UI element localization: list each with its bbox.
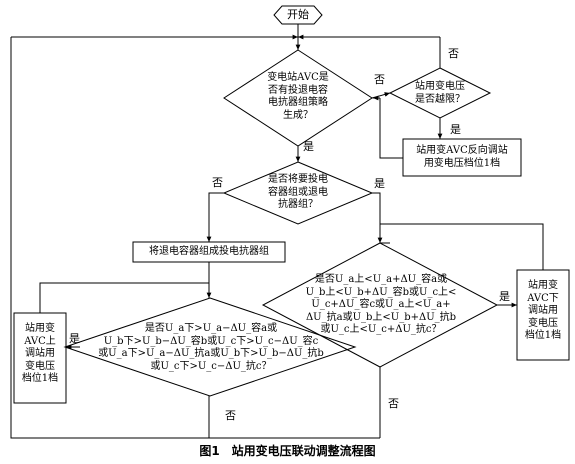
left-no-label: 否: [225, 409, 236, 422]
limit-question-text: 站用变电压 是否越限？: [415, 81, 465, 105]
up-adjust-text: 站用变 AVC上 调站用 变电压 档位1档: [21, 323, 59, 384]
start-node: [273, 5, 323, 25]
limit-yes-label: 是: [450, 123, 461, 136]
figure-caption: 图1 站用变电压联动调整流程图: [199, 444, 376, 458]
switch-decision-diamond: [222, 161, 374, 225]
left-decision-diamond: [63, 297, 357, 397]
limit-no-label: 否: [448, 47, 459, 60]
left-question-text: 是否U_a下>U_a−ΔU_容a或 U_b下>U_b−ΔU_容b或U_c下>U_…: [98, 323, 324, 372]
right-no-label: 否: [388, 397, 399, 410]
swap-action-text: 将退电容器组成投电抗器组: [149, 246, 269, 257]
avc-no-label: 否: [374, 73, 385, 86]
start-label: 开始: [287, 8, 309, 21]
switch-yes-label: 是: [374, 177, 385, 190]
right-yes-label: 是: [499, 290, 510, 303]
avc-question-text: 变电站AVC是 否有投退电容 电抗器组策略 生成？: [267, 72, 329, 121]
switch-no-label: 否: [212, 176, 223, 189]
avc-yes-label: 是: [303, 140, 314, 153]
left-yes-label: 是: [69, 332, 80, 345]
right-question-text: 是否U_a上<U_a+ΔU_容a或 U_b上<U_b+ΔU_容b或U_c上< U…: [305, 274, 457, 335]
down-adjust-text: 站用变 AVC下 调站用 变电压 档位1档: [524, 280, 562, 341]
reverse-adjust-text: 站用变AVC反向调站 用变电压档位1档: [416, 145, 508, 169]
switch-question-text: 是否将要投电 容器组或退电 抗器组？: [268, 174, 328, 210]
